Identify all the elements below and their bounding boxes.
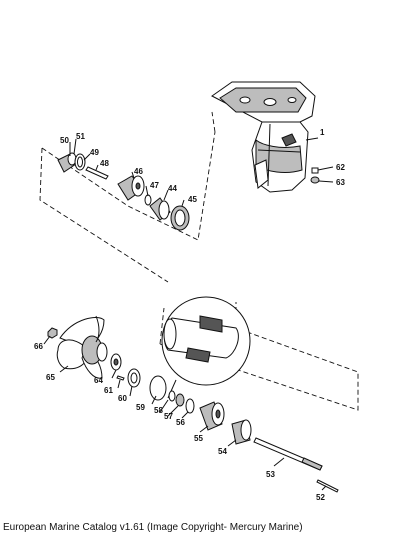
callout-62: 62 [336, 163, 345, 172]
part-54-bearing [231, 419, 252, 445]
image-caption: European Marine Catalog v1.61 (Image Cop… [3, 522, 303, 533]
callout-51: 51 [76, 132, 85, 141]
callout-65: 65 [46, 373, 55, 382]
callout-49: 49 [90, 148, 99, 157]
callout-45: 45 [188, 195, 197, 204]
gearcase-housing [211, 81, 316, 193]
part-45-bearing [170, 205, 190, 231]
detail-magnifier [161, 296, 251, 399]
part-66-nut [47, 327, 58, 339]
callout-1: 1 [320, 128, 325, 137]
callout-53: 53 [266, 470, 275, 479]
part-52-pin [316, 479, 339, 493]
callout-66: 66 [34, 342, 43, 351]
part-48-pin [85, 166, 109, 180]
callout-59: 59 [136, 403, 145, 412]
part-64-washer [110, 353, 122, 371]
part-50-bearing [57, 152, 77, 173]
callout-58: 58 [154, 406, 163, 415]
callout-63: 63 [336, 178, 345, 187]
callout-54: 54 [218, 447, 227, 456]
part-58-57-small [168, 390, 185, 407]
part-59-snapring [149, 375, 167, 401]
part-56-washer [185, 398, 195, 414]
part-47-spacer [144, 194, 152, 206]
callout-61: 61 [104, 386, 113, 395]
leader-1 [305, 137, 319, 141]
callout-64: 64 [94, 376, 103, 385]
part-49-ring [74, 153, 86, 171]
part-65-propeller [56, 315, 108, 379]
part-61-pin [116, 375, 125, 381]
part-60-ring [127, 368, 141, 388]
housing-dashed-outline [39, 131, 216, 283]
part-46-clutch [117, 175, 145, 201]
callout-48: 48 [100, 159, 109, 168]
callout-52: 52 [316, 493, 325, 502]
callout-57: 57 [164, 412, 173, 421]
part-44-gear [149, 197, 171, 221]
callout-55: 55 [194, 434, 203, 443]
exploded-parts-diagram: 1 62 63 50 51 49 48 46 47 44 45 66 65 64… [34, 81, 359, 502]
part-53-propshaft [253, 437, 323, 471]
callout-60: 60 [118, 394, 127, 403]
callout-44: 44 [168, 184, 177, 193]
callout-50: 50 [60, 136, 69, 145]
part-55-carrier [199, 401, 225, 431]
callout-46: 46 [134, 167, 143, 176]
callout-56: 56 [176, 418, 185, 427]
callout-47: 47 [150, 181, 159, 190]
part-62-63-screw [310, 166, 334, 184]
